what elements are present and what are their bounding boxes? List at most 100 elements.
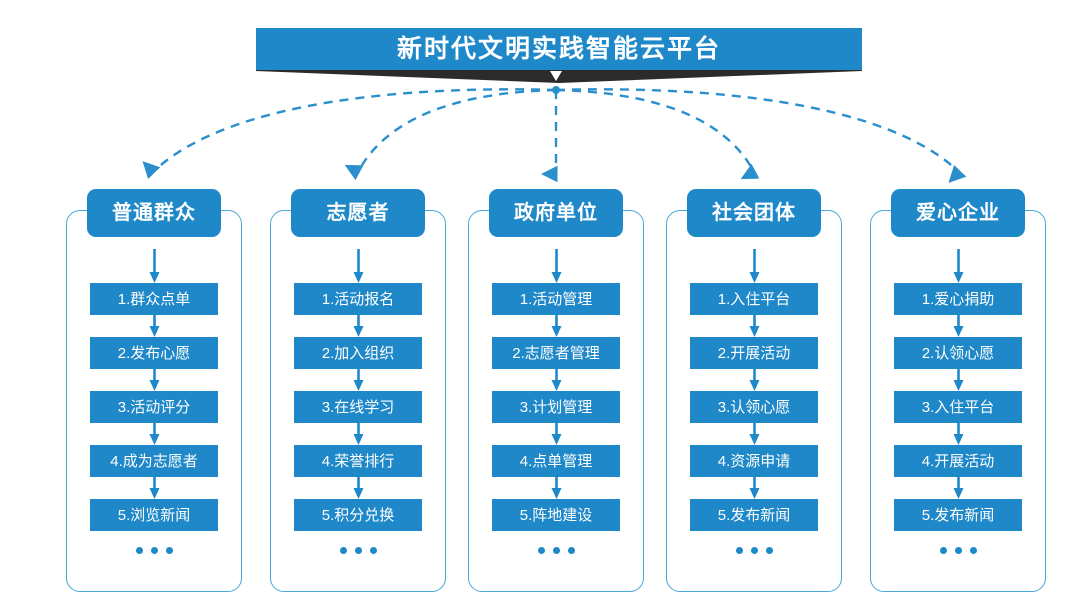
flow-arrow-down-icon [353, 423, 363, 445]
column-steps-1: 1.群众点单 2.发布心愿 3.活动评分 4.成为志愿者 5.浏览新闻 [67, 249, 241, 554]
step-item[interactable]: 3.在线学习 [294, 391, 422, 423]
step-label: 3.计划管理 [519, 398, 593, 416]
step-label: 2.开展活动 [717, 344, 791, 362]
step-item[interactable]: 2.发布心愿 [90, 337, 218, 369]
flow-arrow-down-icon [749, 249, 759, 283]
step-label: 4.荣誉排行 [321, 452, 395, 470]
flow-arrow-down-icon [749, 477, 759, 499]
step-item[interactable]: 5.积分兑换 [294, 499, 422, 531]
flow-arrow-down-icon [551, 315, 561, 337]
flow-arrow-down-icon [149, 477, 159, 499]
flow-arrow-down-icon [353, 369, 363, 391]
step-item[interactable]: 3.认领心愿 [690, 391, 818, 423]
column-header-label: 社会团体 [712, 202, 796, 224]
step-item[interactable]: 1.活动报名 [294, 283, 422, 315]
step-item[interactable]: 2.认领心愿 [894, 337, 1022, 369]
flow-arrow-down-icon [551, 423, 561, 445]
role-column-爱心企业: 爱心企业 1.爱心捐助 2.认领心愿 3.入住平台 4.开展活动 5.发布新闻 [870, 189, 1046, 592]
step-item[interactable]: 4.开展活动 [894, 445, 1022, 477]
platform-title-bar: 新时代文明实践智能云平台 [256, 28, 862, 70]
connector-to-col-2 [344, 88, 557, 181]
step-label: 3.在线学习 [321, 398, 395, 416]
more-items-ellipsis[interactable] [735, 547, 773, 554]
flow-arrow-down-icon [953, 315, 963, 337]
column-header-2[interactable]: 志愿者 [291, 189, 425, 237]
step-item[interactable]: 1.爱心捐助 [894, 283, 1022, 315]
flow-arrow-down-icon [749, 423, 759, 445]
role-column-政府单位: 政府单位 1.活动管理 2.志愿者管理 3.计划管理 4.点单管理 5.阵地建设 [468, 189, 644, 592]
connector-to-col-4 [555, 88, 760, 180]
step-label: 4.点单管理 [519, 452, 593, 470]
step-label: 5.积分兑换 [321, 506, 395, 524]
step-label: 5.浏览新闻 [117, 506, 191, 524]
column-header-5[interactable]: 爱心企业 [891, 189, 1025, 237]
column-header-1[interactable]: 普通群众 [87, 189, 221, 237]
step-item[interactable]: 2.加入组织 [294, 337, 422, 369]
role-column-普通群众: 普通群众 1.群众点单 2.发布心愿 3.活动评分 4.成为志愿者 5.浏览新闻 [66, 189, 242, 592]
column-header-label: 普通群众 [112, 202, 196, 224]
flow-arrow-down-icon [353, 315, 363, 337]
step-item[interactable]: 1.入住平台 [690, 283, 818, 315]
flow-arrow-down-icon [953, 249, 963, 283]
step-item[interactable]: 3.活动评分 [90, 391, 218, 423]
step-label: 4.资源申请 [717, 452, 791, 470]
flow-arrow-down-icon [953, 369, 963, 391]
column-steps-5: 1.爱心捐助 2.认领心愿 3.入住平台 4.开展活动 5.发布新闻 [871, 249, 1045, 554]
step-item[interactable]: 3.计划管理 [492, 391, 620, 423]
column-header-3[interactable]: 政府单位 [489, 189, 623, 237]
role-column-志愿者: 志愿者 1.活动报名 2.加入组织 3.在线学习 4.荣誉排行 5.积分兑换 [270, 189, 446, 592]
connector-to-col-5 [555, 88, 967, 183]
column-header-label: 爱心企业 [916, 202, 1000, 224]
step-item[interactable]: 5.浏览新闻 [90, 499, 218, 531]
step-label: 3.活动评分 [117, 398, 191, 416]
step-label: 5.发布新闻 [717, 506, 791, 524]
step-label: 2.志愿者管理 [512, 344, 600, 362]
more-items-ellipsis[interactable] [135, 547, 173, 554]
step-label: 2.加入组织 [321, 344, 395, 362]
step-label: 1.活动报名 [321, 290, 395, 308]
step-item[interactable]: 2.开展活动 [690, 337, 818, 369]
flow-arrow-down-icon [353, 249, 363, 283]
chevron-down-icon [550, 71, 562, 81]
step-item[interactable]: 4.点单管理 [492, 445, 620, 477]
step-label: 1.入住平台 [717, 290, 791, 308]
more-items-ellipsis[interactable] [339, 547, 377, 554]
step-label: 1.活动管理 [519, 290, 593, 308]
column-steps-2: 1.活动报名 2.加入组织 3.在线学习 4.荣誉排行 5.积分兑换 [271, 249, 445, 554]
step-item[interactable]: 4.荣誉排行 [294, 445, 422, 477]
step-label: 5.阵地建设 [519, 506, 593, 524]
flow-arrow-down-icon [149, 369, 159, 391]
column-steps-4: 1.入住平台 2.开展活动 3.认领心愿 4.资源申请 5.发布新闻 [667, 249, 841, 554]
role-column-社会团体: 社会团体 1.入住平台 2.开展活动 3.认领心愿 4.资源申请 5.发布新闻 [666, 189, 842, 592]
flow-arrow-down-icon [149, 249, 159, 283]
flow-arrow-down-icon [149, 315, 159, 337]
flow-arrow-down-icon [551, 477, 561, 499]
more-items-ellipsis[interactable] [939, 547, 977, 554]
step-item[interactable]: 2.志愿者管理 [492, 337, 620, 369]
column-steps-3: 1.活动管理 2.志愿者管理 3.计划管理 4.点单管理 5.阵地建设 [469, 249, 643, 554]
step-item[interactable]: 4.成为志愿者 [90, 445, 218, 477]
column-header-label: 志愿者 [326, 202, 390, 224]
column-header-label: 政府单位 [514, 202, 598, 224]
step-item[interactable]: 4.资源申请 [690, 445, 818, 477]
flow-arrow-down-icon [551, 249, 561, 283]
step-label: 1.爱心捐助 [921, 290, 995, 308]
step-item[interactable]: 3.入住平台 [894, 391, 1022, 423]
flow-arrow-down-icon [953, 477, 963, 499]
step-item[interactable]: 5.发布新闻 [690, 499, 818, 531]
step-item[interactable]: 1.群众点单 [90, 283, 218, 315]
step-label: 1.群众点单 [117, 290, 191, 308]
flow-arrow-down-icon [749, 315, 759, 337]
step-item[interactable]: 1.活动管理 [492, 283, 620, 315]
step-item[interactable]: 5.阵地建设 [492, 499, 620, 531]
more-items-ellipsis[interactable] [537, 547, 575, 554]
step-item[interactable]: 5.发布新闻 [894, 499, 1022, 531]
step-label: 3.入住平台 [921, 398, 995, 416]
flow-arrow-down-icon [149, 423, 159, 445]
step-label: 4.成为志愿者 [110, 452, 198, 470]
flow-arrow-down-icon [353, 477, 363, 499]
column-header-4[interactable]: 社会团体 [687, 189, 821, 237]
